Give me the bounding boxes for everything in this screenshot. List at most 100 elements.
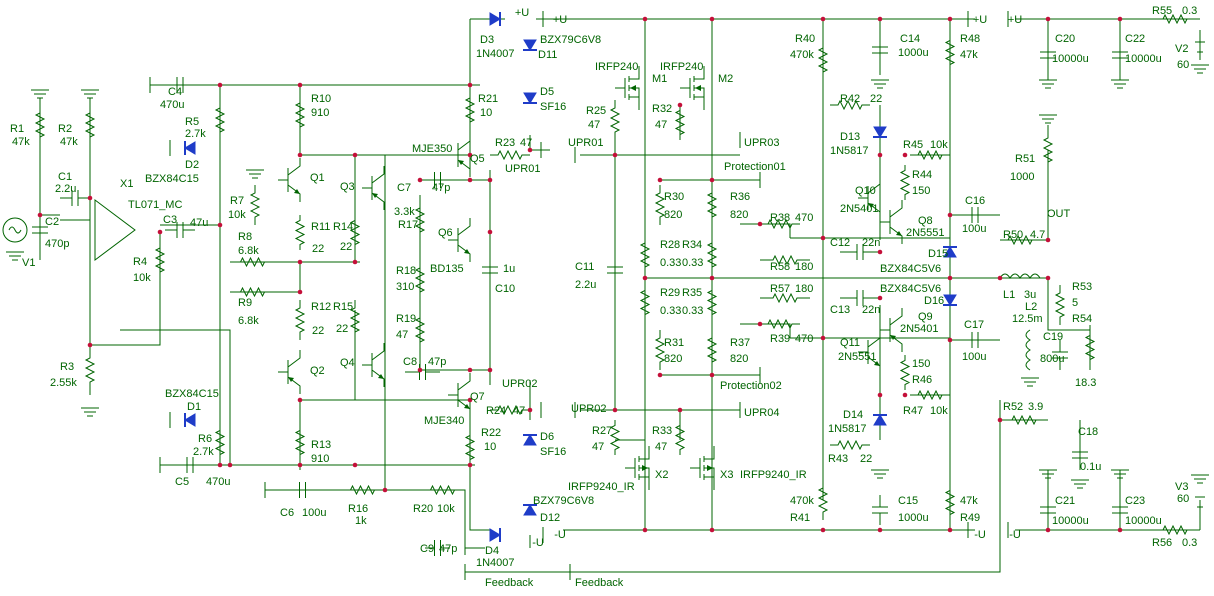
r30-resistor (654, 185, 666, 225)
r41-value-label: 470k (790, 495, 814, 507)
r18-value-label: 310 (396, 281, 414, 293)
wire (1000, 419, 1081, 470)
r34-value-label: 0.33 (682, 257, 703, 269)
junction-dot (467, 177, 473, 183)
wire (790, 237, 950, 339)
junction-dot (642, 275, 648, 281)
junction-dot (87, 342, 93, 348)
junction-dot (487, 229, 493, 235)
c10-value-label: 1u (503, 263, 515, 275)
ground-symbol (1191, 64, 1209, 74)
wire (580, 154, 740, 411)
c19-capacitor (1052, 340, 1068, 370)
m1-mosfet-arrow (630, 85, 636, 91)
junction-dot (709, 275, 715, 281)
q9-value-label: 2N5401 (900, 323, 939, 335)
q7-value-label: MJE340 (424, 415, 464, 427)
vpos-top-label: +U (515, 7, 529, 19)
m2-mosfet (680, 66, 705, 110)
v1-source (2, 217, 28, 243)
junction-dot (527, 147, 533, 153)
c6-capacitor (285, 482, 320, 498)
m1-name-label: M1 (652, 73, 667, 85)
junction-dot (297, 82, 303, 88)
junction-dots (37, 16, 1123, 533)
wire (219, 84, 480, 466)
r14-name-label: R14 (333, 221, 353, 233)
r13-value-label: 910 (311, 453, 329, 465)
d13-value-label: 1N5817 (830, 145, 869, 157)
r24-value-label: 47 (513, 405, 525, 417)
wire (354, 155, 465, 491)
r50-resistor (1000, 234, 1040, 246)
c10-name-label: C10 (495, 283, 515, 295)
r52-value-label: 3.9 (1028, 401, 1043, 413)
r25-value-label: 47 (588, 119, 600, 131)
d1-zener (184, 413, 196, 427)
r28-resistor (639, 235, 651, 275)
q9-name-label: Q9 (918, 311, 933, 323)
junction-dot (709, 16, 715, 22)
d4-name-label: D4 (485, 545, 499, 557)
x3-name-label: X3 (720, 469, 733, 481)
c13-capacitor (840, 290, 880, 306)
q8-value-label: 2N5551 (906, 227, 945, 239)
x1-opamp (94, 199, 136, 261)
r43-name-label: R43 (828, 453, 848, 465)
upr01-b-label: UPR01 (568, 137, 603, 149)
r37-value-label: 820 (730, 353, 748, 365)
out-label: OUT (1047, 208, 1071, 220)
r23-value-label: 47 (520, 137, 532, 149)
r5-name-label: R5 (185, 116, 199, 128)
x2-mosfet (625, 446, 650, 490)
junction-dot (709, 372, 715, 378)
junction-dot (227, 462, 233, 468)
upr04-label: UPR04 (744, 407, 779, 419)
d2-name-label: D2 (185, 159, 199, 171)
r31-name-label: R31 (664, 337, 684, 349)
x3-mosfet-arrow (707, 465, 713, 471)
r12-name-label: R12 (311, 301, 331, 313)
c10-capacitor (482, 255, 498, 285)
r56-resistor (1150, 524, 1200, 536)
d1-value-label: BZX84C15 (165, 388, 219, 400)
r42-value-label: 22 (870, 93, 882, 105)
c15-capacitor (872, 495, 888, 525)
r43-resistor (830, 439, 870, 451)
junction-dot (487, 367, 493, 373)
junction-dot (297, 259, 303, 265)
r6-resistor (214, 420, 226, 465)
q7-transistor (448, 373, 471, 417)
d11-zener (523, 39, 537, 51)
r2-name-label: R2 (58, 123, 72, 135)
ground-symbol (1039, 114, 1057, 124)
junction-dot (997, 275, 1003, 281)
ground-symbol (1191, 474, 1209, 484)
d14-name-label: D14 (843, 409, 863, 421)
junction-dot (1045, 237, 1051, 243)
r31-value-label: 820 (664, 353, 682, 365)
q5-value-label: MJE350 (412, 143, 452, 155)
r32-name-label: R32 (652, 103, 672, 115)
junction-dot (757, 321, 763, 327)
q11-value-label: 2N5551 (838, 351, 877, 363)
c8-name-label: C8 (403, 356, 417, 368)
q6-name-label: Q6 (438, 227, 453, 239)
r40-name-label: R40 (795, 33, 815, 45)
wire (740, 223, 791, 338)
r28-name-label: R28 (660, 239, 680, 251)
vneg-main-label: -U (554, 529, 566, 541)
r58-name-label: R58 (770, 261, 790, 273)
d12-value-label: BZX79C6V8 (533, 495, 594, 507)
c9-value-label: 47p (439, 543, 457, 555)
c23-capacitor (1112, 495, 1128, 525)
c2-value-label: 470p (45, 238, 69, 250)
r10-name-label: R10 (311, 93, 331, 105)
c7-value-label: 47p (432, 182, 450, 194)
r50-name-label: R50 (1003, 229, 1023, 241)
c14-capacitor (872, 35, 888, 65)
q10-transistor-arrow (868, 203, 874, 208)
r22-resistor (464, 430, 476, 465)
r17-value-label: 3.3k (394, 206, 415, 218)
